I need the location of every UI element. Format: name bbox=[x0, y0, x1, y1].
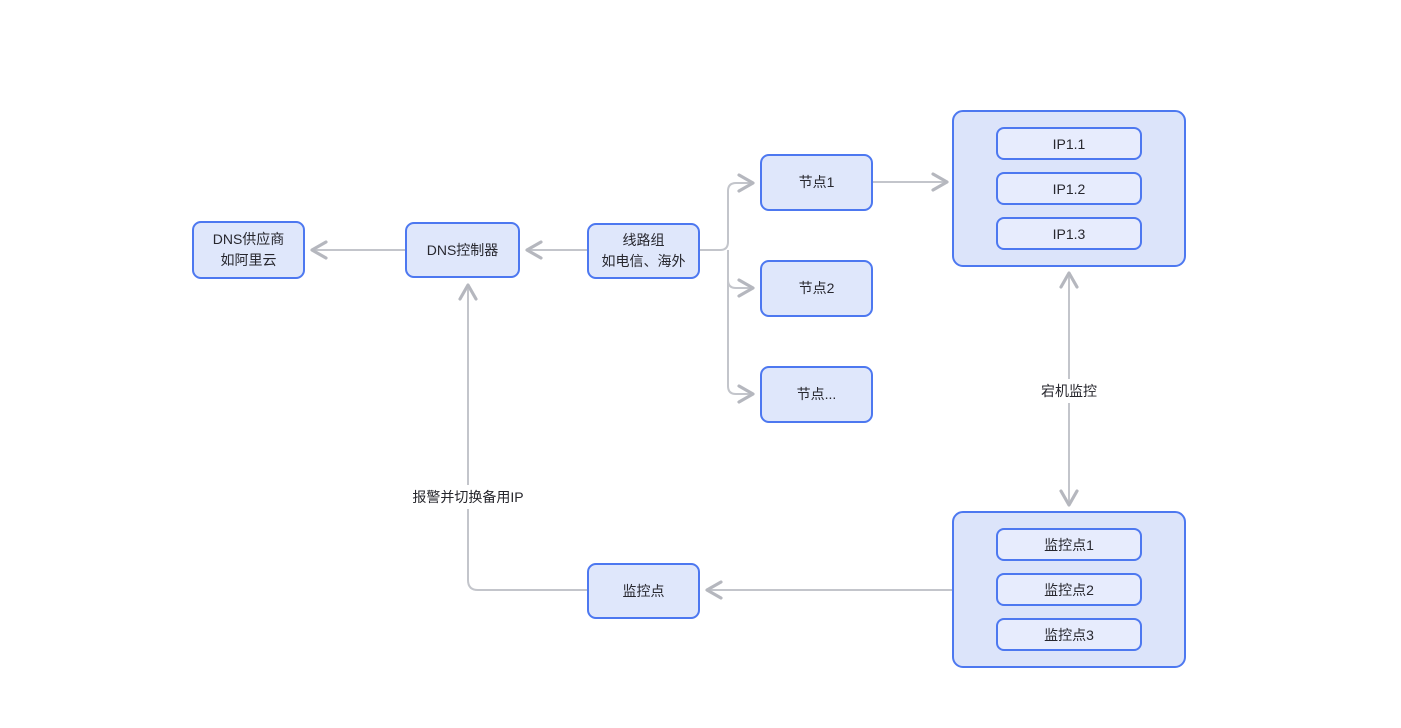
node-ip1-2-label: IP1.2 bbox=[1052, 180, 1086, 197]
node-monitor-point-label: 监控点 bbox=[622, 582, 665, 599]
node-dns-controller-label: DNS控制器 bbox=[426, 241, 499, 258]
node-ip1-1[interactable]: IP1.1 bbox=[996, 127, 1142, 160]
node-line-group[interactable]: 线路组 如电信、海外 bbox=[587, 223, 700, 279]
node-line-group-line2: 如电信、海外 bbox=[601, 253, 686, 269]
node-monitor3[interactable]: 监控点3 bbox=[996, 618, 1142, 651]
node-node2[interactable]: 节点2 bbox=[760, 260, 873, 317]
node-ip1-2[interactable]: IP1.2 bbox=[996, 172, 1142, 205]
edge-linegroup-to-nodemore bbox=[727, 250, 755, 404]
node-node-more-label: 节点... bbox=[796, 386, 837, 402]
node-monitor1[interactable]: 监控点1 bbox=[996, 528, 1142, 561]
node-monitor3-label: 监控点3 bbox=[1044, 626, 1094, 643]
edge-linegroup-to-node2 bbox=[727, 250, 755, 298]
node-dns-provider-line2: 如阿里云 bbox=[220, 252, 277, 268]
node-ip1-3-label: IP1.3 bbox=[1052, 225, 1086, 242]
node-dns-provider[interactable]: DNS供应商 如阿里云 bbox=[192, 221, 305, 279]
edge-linegroup-to-node1 bbox=[700, 173, 755, 251]
group-monitor-list[interactable]: 监控点1 监控点2 监控点3 bbox=[952, 511, 1186, 668]
node-monitor2[interactable]: 监控点2 bbox=[996, 573, 1142, 606]
node-ip1-3[interactable]: IP1.3 bbox=[996, 217, 1142, 250]
node-monitor1-label: 监控点1 bbox=[1044, 536, 1094, 553]
node-node1[interactable]: 节点1 bbox=[760, 154, 873, 211]
node-monitor2-label: 监控点2 bbox=[1044, 581, 1094, 598]
node-node-more[interactable]: 节点... bbox=[760, 366, 873, 423]
node-node1-label: 节点1 bbox=[798, 174, 835, 190]
edge-label-downtime-monitoring: 宕机监控 bbox=[1036, 379, 1102, 403]
node-dns-provider-line1: DNS供应商 bbox=[212, 231, 285, 247]
node-node2-label: 节点2 bbox=[798, 280, 835, 296]
node-monitor-point[interactable]: 监控点 bbox=[587, 563, 700, 619]
node-line-group-line1: 线路组 bbox=[622, 232, 665, 248]
edge-label-alert-switch-backup-ip: 报警并切换备用IP bbox=[407, 485, 529, 509]
edge-monitorpoint-to-controller bbox=[458, 283, 587, 591]
group-ip-list[interactable]: IP1.1 IP1.2 IP1.3 bbox=[952, 110, 1186, 267]
node-ip1-1-label: IP1.1 bbox=[1052, 135, 1086, 152]
node-dns-controller[interactable]: DNS控制器 bbox=[405, 222, 520, 278]
